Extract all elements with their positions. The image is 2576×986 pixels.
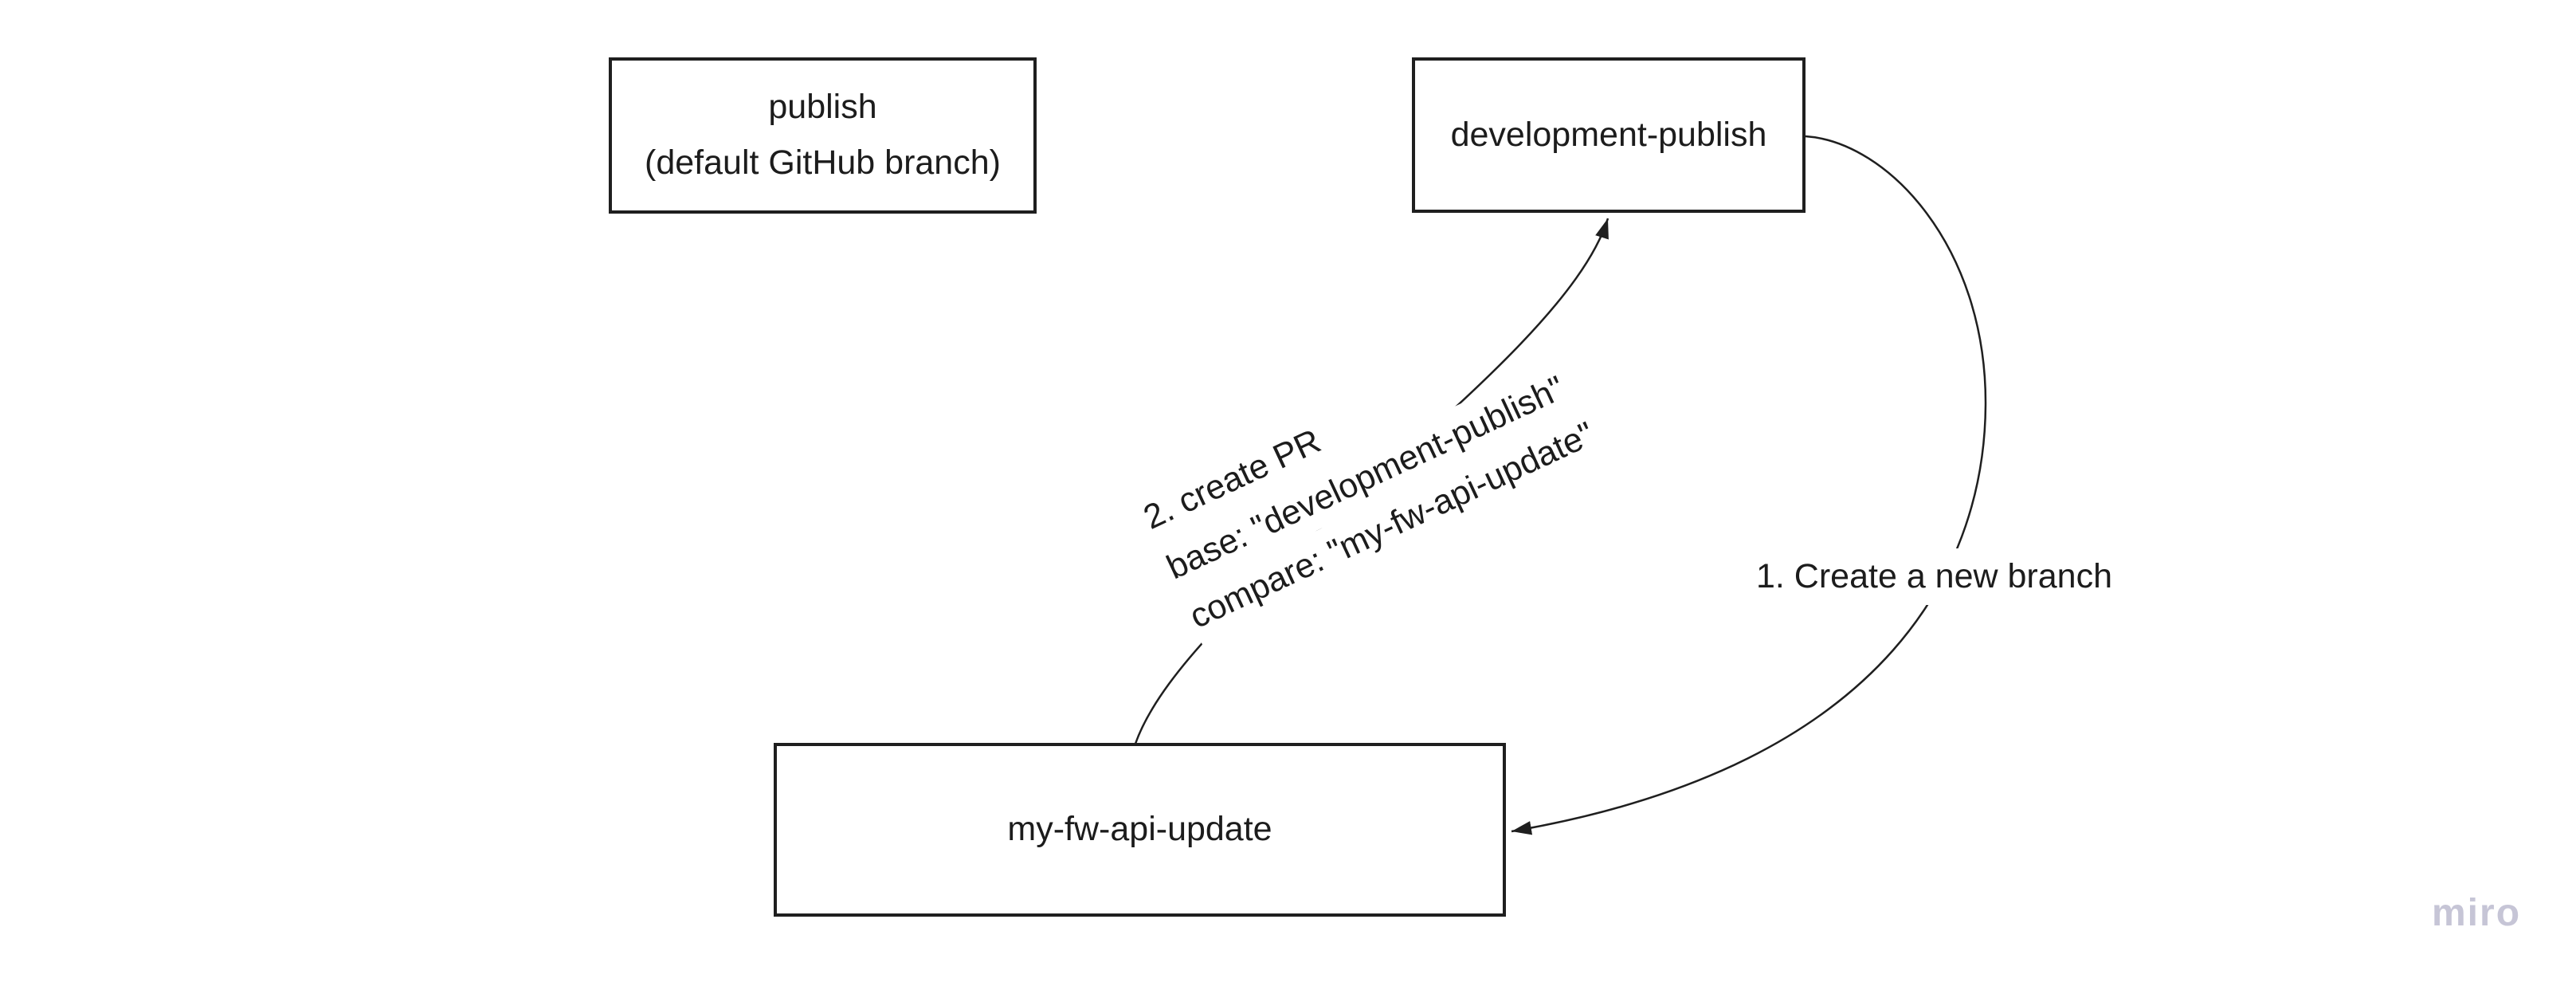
miro-watermark: miro xyxy=(2432,892,2522,934)
publish-branch-label-line1: publish xyxy=(768,88,877,127)
shape-development-publish-branch[interactable]: development-publish xyxy=(1412,57,1806,213)
shape-publish-branch[interactable]: publish (default GitHub branch) xyxy=(609,57,1037,214)
create-branch-connector-label[interactable]: 1. Create a new branch xyxy=(1747,548,2122,605)
my-fw-api-update-label: my-fw-api-update xyxy=(1007,810,1272,849)
connector-create-branch[interactable] xyxy=(1511,135,1987,835)
publish-branch-label-line2: (default GitHub branch) xyxy=(645,143,1001,182)
shape-my-fw-api-update-branch[interactable]: my-fw-api-update xyxy=(774,743,1506,917)
development-publish-label: development-publish xyxy=(1450,115,1767,154)
